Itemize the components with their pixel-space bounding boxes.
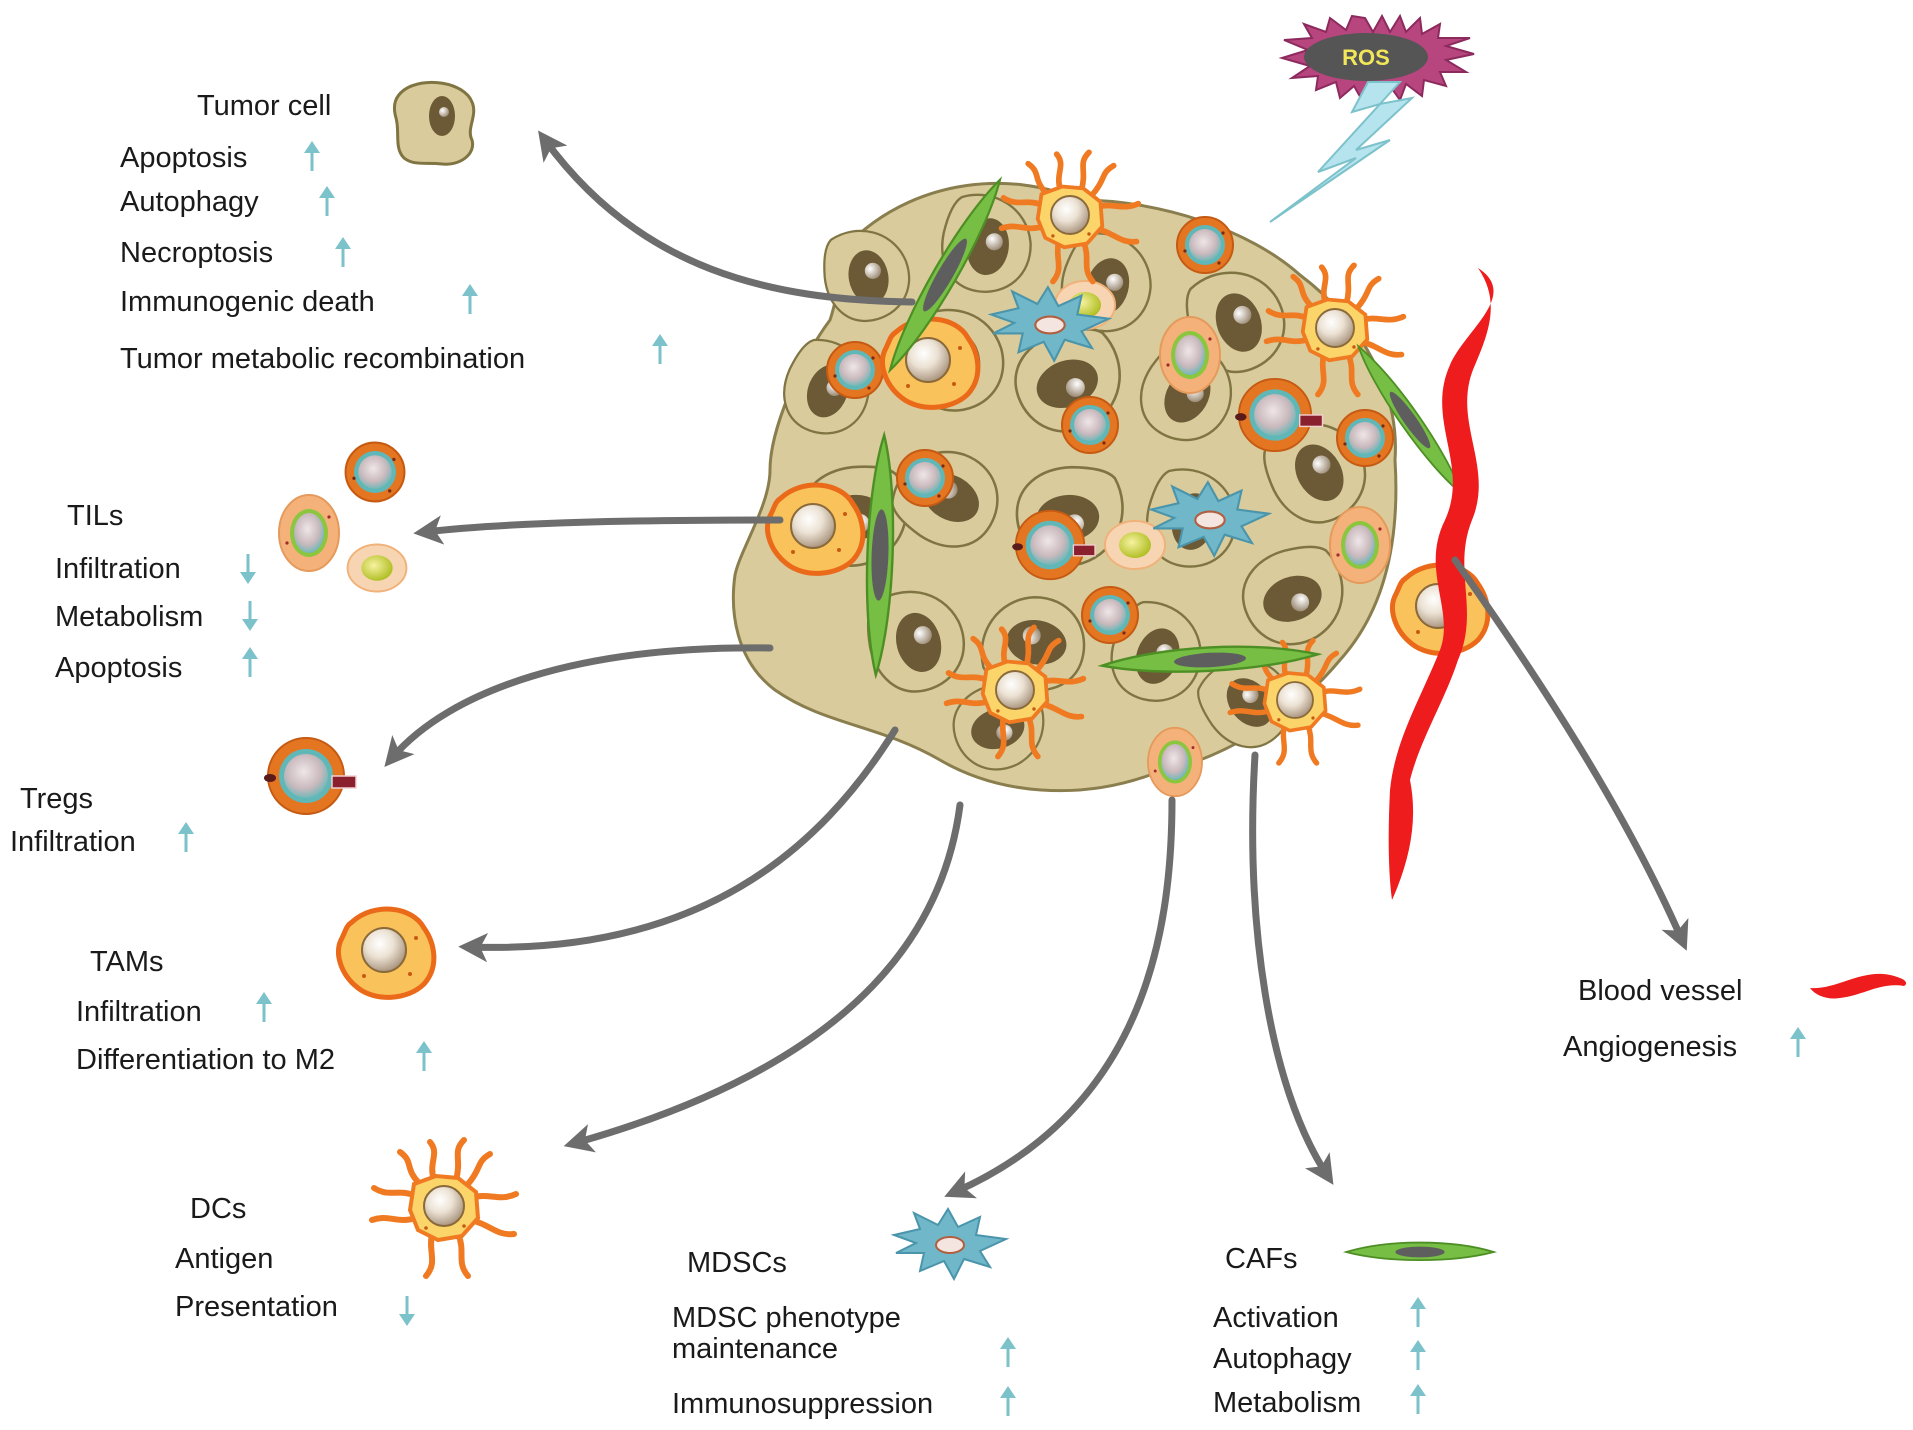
tams-group: TAMs Infiltration Differentiation to M2 — [76, 909, 434, 1076]
tils-effect-label: Metabolism — [55, 601, 203, 633]
tumor-cell-title: Tumor cell — [197, 90, 331, 122]
increase-arrow-icon — [319, 186, 335, 216]
increase-arrow-icon — [1790, 1027, 1806, 1057]
arrow-to-cafs — [1249, 751, 1334, 1185]
til-cells-icon — [278, 441, 408, 593]
increase-arrow-icon — [256, 992, 272, 1022]
tams-title: TAMs — [90, 946, 164, 978]
increase-arrow-icon — [1410, 1384, 1426, 1414]
tregs-group: Tregs Infiltration — [10, 737, 357, 858]
cafs-effect-label: Metabolism — [1213, 1387, 1361, 1419]
increase-arrow-icon — [416, 1041, 432, 1071]
dendritic-cell-icon — [372, 1140, 516, 1276]
tils-group: TILs Infiltration Metabolism Apoptosis — [55, 441, 408, 684]
increase-arrow-icon — [1000, 1337, 1016, 1367]
ros-stressor: ROS — [1269, 13, 1475, 223]
tams-effect-label: Infiltration — [76, 996, 202, 1028]
arrow-to-tams — [458, 726, 899, 963]
arrow-to-tils — [413, 515, 784, 545]
change-indicators — [178, 141, 1806, 1416]
increase-arrow-icon — [242, 647, 258, 677]
decrease-arrow-icon — [242, 601, 258, 631]
dcs-title: DCs — [190, 1193, 246, 1225]
arrow-to-mdscs — [944, 796, 1176, 1199]
dcs-group: DCs Antigen Presentation — [175, 1140, 516, 1323]
increase-arrow-icon — [178, 822, 194, 852]
increase-arrow-icon — [652, 334, 668, 364]
arrow-to-tregs — [384, 644, 774, 767]
arrow-to-dcs — [563, 801, 964, 1153]
lightning-bolt-icon — [1269, 81, 1416, 223]
blood-vessel-icon — [1810, 973, 1907, 999]
tams-effect-label: Differentiation to M2 — [76, 1044, 335, 1076]
ros-label: ROS — [1342, 45, 1390, 70]
dcs-line-label: Antigen — [175, 1243, 273, 1275]
mdscs-effect-label: Immunosuppression — [672, 1388, 933, 1420]
cafs-title: CAFs — [1225, 1243, 1298, 1275]
tumor-cell-effect-label: Immunogenic death — [120, 286, 375, 318]
blood-vessel-title: Blood vessel — [1578, 975, 1742, 1007]
decrease-arrow-icon — [399, 1296, 415, 1326]
dcs-line-label: Presentation — [175, 1291, 338, 1323]
arrow-to-blood-vessel — [1451, 556, 1689, 951]
tumor-cell-icon — [392, 80, 476, 166]
mdscs-group: MDSCs MDSC phenotype maintenance Immunos… — [672, 1208, 1007, 1420]
tils-title: TILs — [67, 500, 123, 532]
blood-vessel-effect-label: Angiogenesis — [1563, 1031, 1737, 1063]
cafs-effect-label: Autophagy — [1213, 1343, 1352, 1375]
tumor-cell-group: Tumor cell Apoptosis Autophagy Necroptos… — [120, 80, 525, 375]
tumor-cell-effect-label: Autophagy — [120, 186, 259, 218]
increase-arrow-icon — [1410, 1297, 1426, 1327]
increase-arrow-icon — [304, 141, 320, 171]
tregs-title: Tregs — [20, 783, 93, 815]
mdscs-effect-label: maintenance — [672, 1333, 838, 1365]
increase-arrow-icon — [1000, 1386, 1016, 1416]
blood-vessel-group: Blood vessel Angiogenesis — [1563, 973, 1907, 1063]
mdscs-title: MDSCs — [687, 1247, 787, 1279]
ros-core — [1304, 33, 1428, 81]
tumor-cell-effect-label: Apoptosis — [120, 142, 247, 174]
tils-effect-label: Apoptosis — [55, 652, 182, 684]
increase-arrow-icon — [462, 284, 478, 314]
tregs-effect-label: Infiltration — [10, 826, 136, 858]
arrow-to-tumor-cell — [538, 130, 916, 306]
treg-cell-icon — [263, 737, 357, 815]
tils-effect-label: Infiltration — [55, 553, 181, 585]
tumor-blood-vessel — [1388, 268, 1494, 900]
mdscs-effect-label: MDSC phenotype — [672, 1302, 901, 1334]
tumor-cell-effect-label: Necroptosis — [120, 237, 273, 269]
increase-arrow-icon — [1410, 1340, 1426, 1370]
macrophage-icon — [339, 909, 434, 997]
fibroblast-icon — [1345, 1241, 1495, 1261]
increase-arrow-icon — [335, 237, 351, 267]
tumor-cell-effect-label: Tumor metabolic recombination — [120, 343, 525, 375]
cafs-group: CAFs Activation Autophagy Metabolism — [1213, 1241, 1495, 1419]
cafs-effect-label: Activation — [1213, 1302, 1339, 1334]
tumor-mass — [731, 152, 1487, 798]
mdsc-icon — [893, 1208, 1007, 1280]
flow-arrows — [384, 130, 1689, 1199]
decrease-arrow-icon — [240, 554, 256, 584]
